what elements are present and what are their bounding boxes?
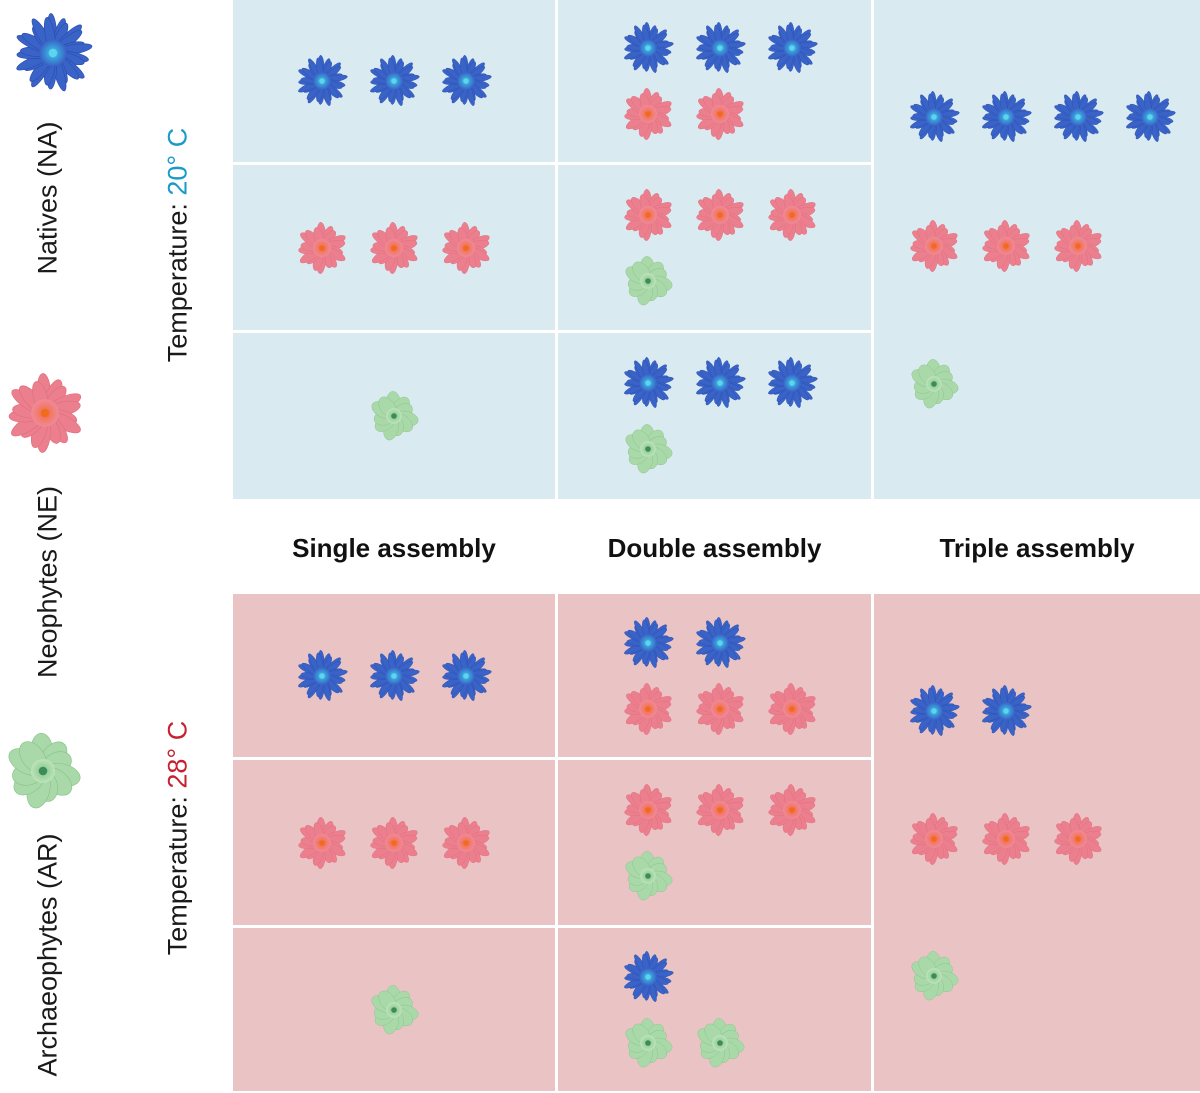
warm-single-row-1 bbox=[233, 594, 555, 757]
natives-flower bbox=[1122, 89, 1178, 145]
archaeophytes-flower bbox=[620, 421, 676, 477]
neophytes-flower bbox=[438, 815, 494, 871]
natives-flower bbox=[366, 53, 422, 109]
archaeophytes-flower bbox=[692, 1015, 748, 1071]
warm-double-row-3 bbox=[558, 928, 871, 1091]
neophytes-flower bbox=[692, 681, 748, 737]
natives-flower bbox=[764, 20, 820, 76]
neophytes-flower bbox=[906, 218, 962, 274]
neophytes-flower bbox=[764, 782, 820, 838]
natives-flower bbox=[620, 615, 676, 671]
neophytes-flower bbox=[438, 220, 494, 276]
cool-single-row-1 bbox=[233, 0, 555, 162]
archaeophytes-flower-icon bbox=[0, 728, 86, 814]
natives-flower bbox=[438, 53, 494, 109]
legend-archaeophytes-label: Archaeophytes (AR) bbox=[32, 833, 63, 1077]
temperature-warm-value: 28° C bbox=[162, 720, 193, 789]
neophytes-flower bbox=[620, 187, 676, 243]
neophytes-flower bbox=[1050, 811, 1106, 867]
natives-flower bbox=[366, 648, 422, 704]
natives-flower bbox=[692, 355, 748, 411]
cool-double-row-2 bbox=[558, 165, 871, 330]
temperature-prefix: Temperature: bbox=[162, 195, 193, 363]
temperature-cool-label: Temperature: 20° C bbox=[163, 128, 194, 362]
archaeophytes-flower bbox=[366, 982, 422, 1038]
natives-flower bbox=[978, 683, 1034, 739]
cool-triple-cell bbox=[874, 0, 1200, 499]
neophytes-flower bbox=[366, 815, 422, 871]
cool-double-row-1 bbox=[558, 0, 871, 162]
legend-natives-label: Natives (NA) bbox=[32, 121, 63, 275]
archaeophytes-flower bbox=[620, 1015, 676, 1071]
natives-flower bbox=[692, 20, 748, 76]
natives-flower-icon bbox=[10, 10, 96, 96]
neophytes-flower-icon bbox=[2, 370, 88, 456]
natives-flower bbox=[294, 648, 350, 704]
warm-single-row-2 bbox=[233, 760, 555, 925]
neophytes-flower bbox=[764, 681, 820, 737]
archaeophytes-flower bbox=[620, 253, 676, 309]
warm-single-row-3 bbox=[233, 928, 555, 1091]
neophytes-flower bbox=[978, 218, 1034, 274]
natives-flower bbox=[438, 648, 494, 704]
warm-panel bbox=[233, 594, 1200, 1091]
column-header-double: Double assembly bbox=[607, 533, 822, 563]
natives-flower bbox=[1050, 89, 1106, 145]
neophytes-flower bbox=[294, 220, 350, 276]
neophytes-flower bbox=[978, 811, 1034, 867]
neophytes-flower bbox=[906, 811, 962, 867]
column-header-triple: Triple assembly bbox=[939, 533, 1135, 563]
neophytes-flower bbox=[764, 187, 820, 243]
neophytes-flower bbox=[692, 187, 748, 243]
cool-single-row-3 bbox=[233, 333, 555, 499]
temperature-warm-label: Temperature: 28° C bbox=[163, 721, 194, 955]
natives-flower bbox=[906, 89, 962, 145]
natives-flower bbox=[294, 53, 350, 109]
archaeophytes-flower bbox=[906, 356, 962, 412]
neophytes-flower bbox=[692, 86, 748, 142]
neophytes-flower bbox=[294, 815, 350, 871]
legend-neophytes-label: Neophytes (NE) bbox=[32, 485, 63, 679]
neophytes-flower bbox=[620, 681, 676, 737]
neophytes-flower bbox=[1050, 218, 1106, 274]
natives-flower bbox=[978, 89, 1034, 145]
cool-double-row-3 bbox=[558, 333, 871, 499]
natives-flower bbox=[620, 355, 676, 411]
natives-flower bbox=[692, 615, 748, 671]
natives-flower bbox=[620, 20, 676, 76]
natives-flower bbox=[620, 949, 676, 1005]
natives-flower bbox=[764, 355, 820, 411]
warm-double-row-1 bbox=[558, 594, 871, 757]
neophytes-flower bbox=[620, 782, 676, 838]
archaeophytes-flower bbox=[620, 848, 676, 904]
temperature-cool-value: 20° C bbox=[162, 127, 193, 196]
cool-panel bbox=[233, 0, 1200, 499]
neophytes-flower bbox=[692, 782, 748, 838]
archaeophytes-flower bbox=[906, 948, 962, 1004]
natives-flower bbox=[906, 683, 962, 739]
cool-single-row-2 bbox=[233, 165, 555, 330]
archaeophytes-flower bbox=[366, 388, 422, 444]
temperature-prefix: Temperature: bbox=[162, 788, 193, 956]
neophytes-flower bbox=[620, 86, 676, 142]
warm-double-row-2 bbox=[558, 760, 871, 925]
column-header-single: Single assembly bbox=[292, 533, 496, 563]
warm-triple-cell bbox=[874, 594, 1200, 1091]
neophytes-flower bbox=[366, 220, 422, 276]
